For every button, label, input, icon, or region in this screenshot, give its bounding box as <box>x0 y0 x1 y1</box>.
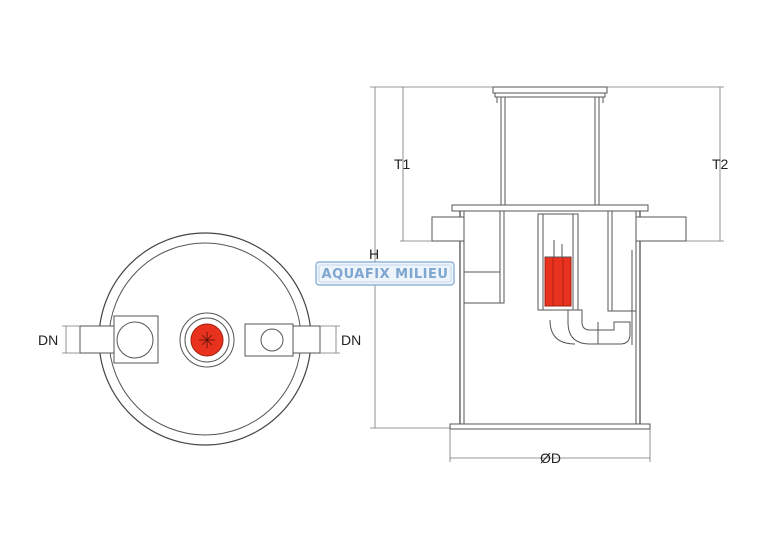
t2-label: T2 <box>712 156 729 172</box>
inlet-opening-left <box>116 321 154 359</box>
outlet-elbow <box>567 309 631 345</box>
t1-label: T1 <box>394 156 411 172</box>
filter-cross-icon <box>199 332 215 348</box>
dn-left-label: DN <box>38 332 58 348</box>
top-view: DN DN <box>38 232 361 446</box>
red-filter-element <box>544 256 572 307</box>
outlet-baffle <box>607 210 637 312</box>
outlet-opening-right <box>260 328 284 352</box>
side-view: H T1 T2 ØD <box>369 86 729 466</box>
center-ring-inner <box>184 317 230 363</box>
h-label: H <box>369 246 379 262</box>
dn-right-label: DN <box>341 332 361 348</box>
center-ring-outer <box>179 312 235 368</box>
od-label: ØD <box>540 450 561 466</box>
tank-bottom <box>449 423 651 430</box>
inlet-baffle <box>463 210 505 304</box>
cover-lid <box>492 86 608 94</box>
cover-frame <box>494 92 606 98</box>
outlet-pipe-right <box>289 325 321 354</box>
watermark-logo: AQUAFIX MILIEU <box>315 261 455 286</box>
watermark-text: AQUAFIX MILIEU <box>322 267 449 282</box>
tank-top-flange <box>451 204 649 212</box>
